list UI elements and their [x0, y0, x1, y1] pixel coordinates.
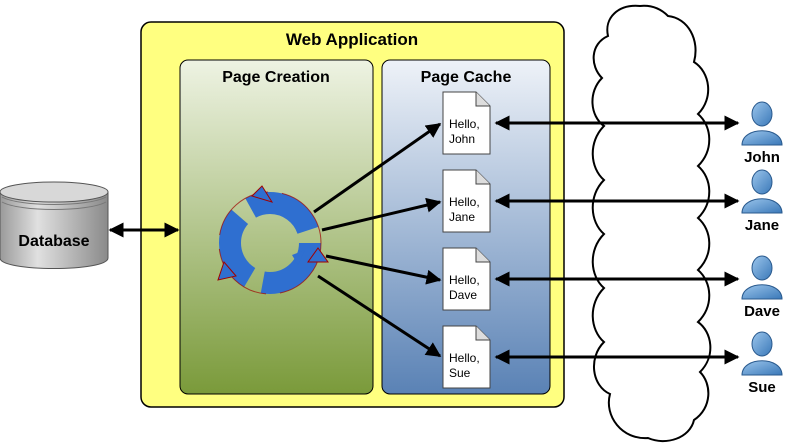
- user-name: Sue: [748, 379, 776, 396]
- page-cache-title: Page Cache: [421, 69, 512, 86]
- page-line2: Sue: [449, 366, 471, 380]
- cached-page-john: Hello, John: [442, 91, 491, 155]
- page-line2: John: [449, 132, 475, 146]
- cached-page-sue: Hello, Sue: [442, 325, 491, 389]
- generate-arrow-1: [313, 122, 442, 214]
- database-label: Database: [18, 233, 89, 250]
- page-line1: Hello,: [449, 195, 480, 209]
- generate-arrow-3: [325, 254, 442, 285]
- user-name: Jane: [745, 217, 779, 234]
- user-icon: [741, 331, 783, 376]
- database-icon: [0, 181, 109, 269]
- page-line2: Jane: [449, 210, 475, 224]
- page-line1: Hello,: [449, 351, 480, 365]
- refresh-cycle-icon: [217, 185, 329, 295]
- generate-arrow-4: [317, 274, 442, 358]
- page-creation-panel: [179, 59, 374, 395]
- page-line2: Dave: [449, 288, 477, 302]
- generate-arrow-2: [321, 197, 442, 232]
- cached-page-dave: Hello, Dave: [442, 247, 491, 311]
- user-name: John: [744, 149, 780, 166]
- network-cloud: [591, 4, 712, 443]
- web-application-title: Web Application: [286, 30, 418, 49]
- page-line1: Hello,: [449, 117, 480, 131]
- page-creation-title: Page Creation: [222, 69, 330, 86]
- user-icon: [741, 101, 783, 146]
- user-icon: [741, 255, 783, 300]
- user-name: Dave: [744, 303, 780, 320]
- page-line1: Hello,: [449, 273, 480, 287]
- cached-page-jane: Hello, Jane: [442, 169, 491, 233]
- user-icon: [741, 169, 783, 214]
